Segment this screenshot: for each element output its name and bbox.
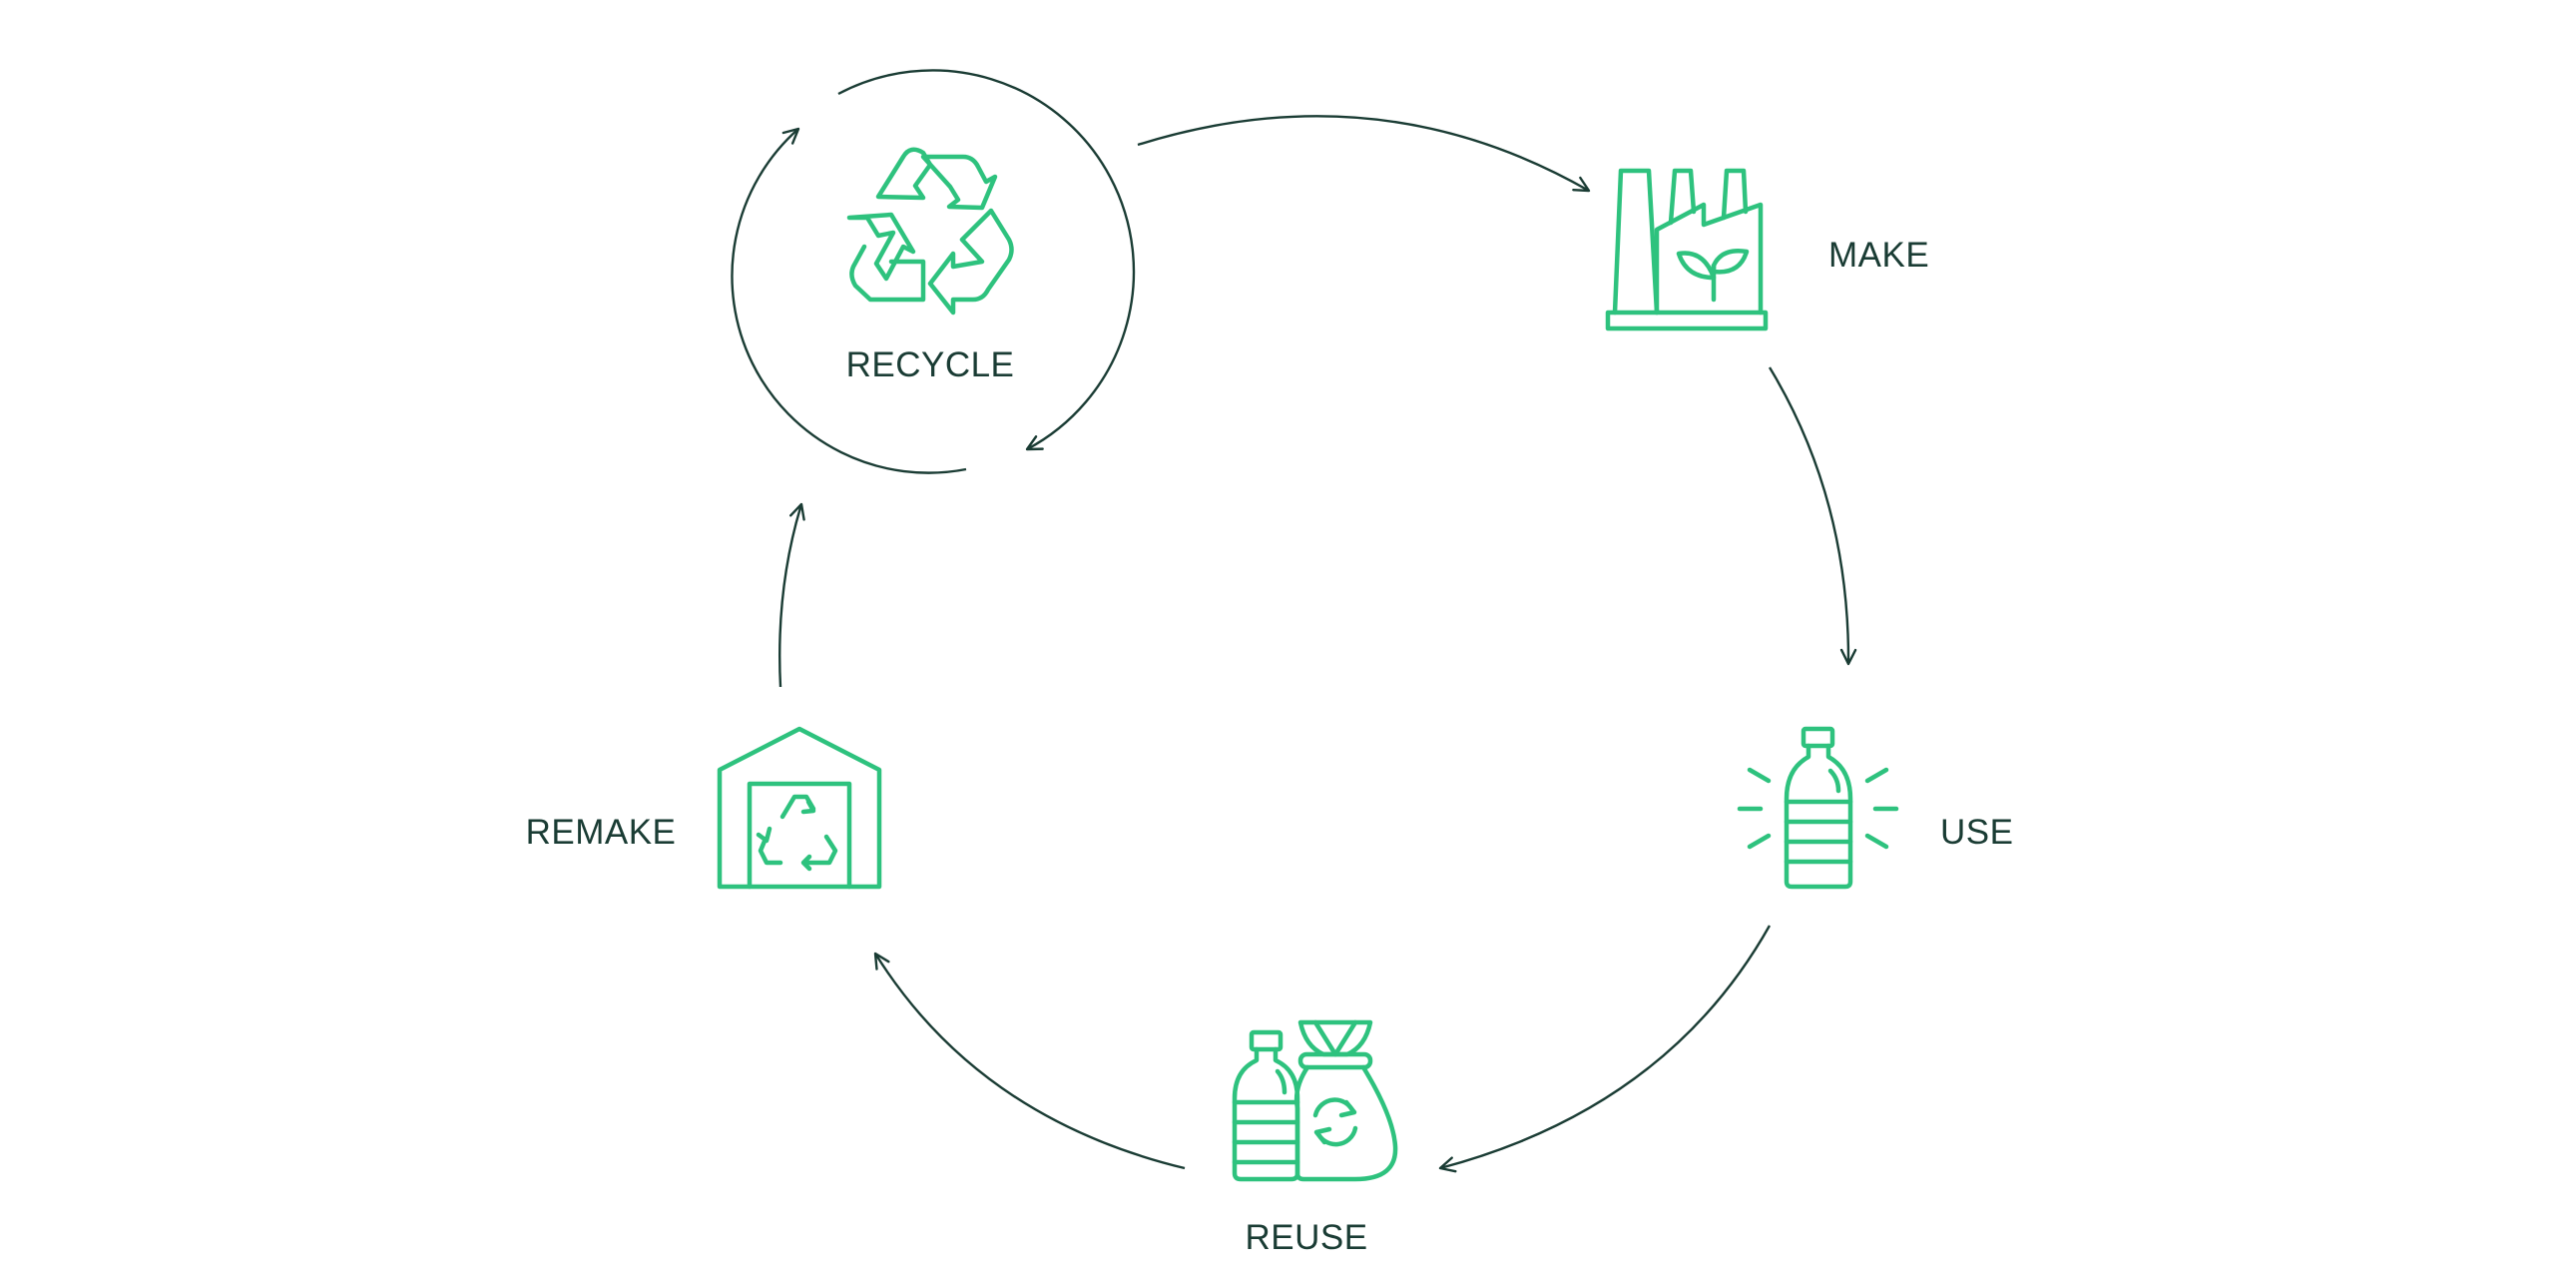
stage-use: USE (1737, 726, 2013, 890)
arrow-make-to-use (1768, 366, 1857, 666)
remake-label: REMAKE (526, 813, 677, 852)
stage-reuse: REUSE (1232, 1019, 1398, 1257)
arrow-recycle-to-make (1137, 115, 1591, 193)
stage-recycle: RECYCLE (846, 147, 1015, 384)
arrow-reuse-to-remake (873, 952, 1186, 1170)
stage-make: MAKE (1605, 168, 1929, 331)
cycle-arrows (731, 69, 1857, 1173)
recycle-loop-arrow-right (837, 69, 1136, 451)
warehouse-recycle-icon (717, 726, 882, 890)
use-label: USE (1940, 813, 2013, 852)
factory-icon (1605, 168, 1769, 331)
bottle-bag-icon (1232, 1019, 1398, 1182)
recycle-label: RECYCLE (846, 345, 1015, 384)
make-label: MAKE (1828, 236, 1929, 275)
recycle-loop-arrow-left (731, 127, 967, 474)
bottle-icon (1737, 726, 1899, 890)
arrow-remake-to-recycle (778, 502, 805, 688)
arrow-use-to-reuse (1438, 925, 1772, 1173)
recycle-icon (846, 147, 1014, 316)
stage-remake: REMAKE (526, 726, 882, 890)
reuse-label: REUSE (1245, 1218, 1367, 1257)
